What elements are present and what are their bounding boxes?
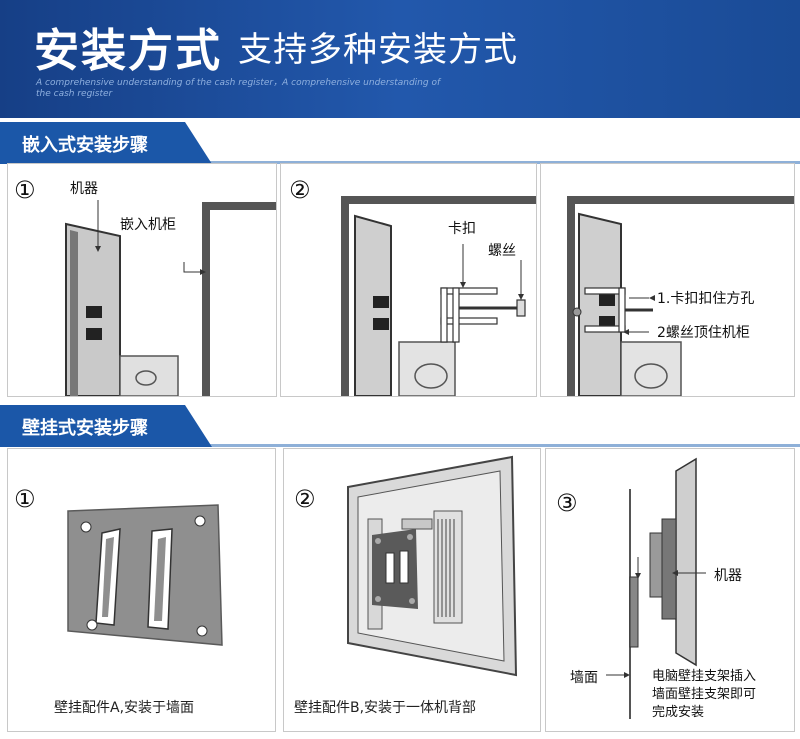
section-tab: 嵌入式安装步骤	[0, 122, 212, 164]
header-banner: 安装方式 支持多种安装方式 A comprehensive understand…	[0, 0, 800, 118]
wall-step-1-illustration	[67, 504, 223, 646]
label-clip: 卡扣	[448, 221, 476, 237]
section-wall-header: 壁挂式安装步骤	[0, 405, 800, 447]
section-tab: 壁挂式安装步骤	[0, 405, 212, 447]
label-machine: 机器	[70, 181, 98, 197]
wall-step-1-panel: ① 壁挂配件A,安装于墙面	[7, 448, 276, 732]
step-number: ③	[556, 489, 578, 517]
embedded-step-2-panel: ② 卡扣 螺丝	[280, 163, 537, 397]
embedded-step-1-panel: ① 机器 嵌入机柜	[7, 163, 277, 397]
wall-step-3-illustration	[606, 457, 706, 719]
embedded-step-1-illustration	[65, 200, 276, 396]
label-wall: 墙面	[570, 670, 598, 686]
label-cabinet: 嵌入机柜	[120, 217, 176, 233]
wall-step-3-panel: ③ 机器 墙面 电脑壁挂支架插入 墙面壁挂支架即可 完成安装	[545, 448, 795, 732]
install-note-line-3: 完成安装	[652, 705, 705, 720]
page-title: 安装方式	[34, 24, 223, 77]
step-number: ①	[14, 176, 36, 204]
wall-step-1-caption: 壁挂配件A,安装于墙面	[54, 700, 195, 716]
embedded-step-3-illustration	[567, 196, 794, 396]
label-machine: 机器	[714, 568, 742, 584]
section-embedded-header: 嵌入式安装步骤	[0, 122, 800, 164]
step-number: ①	[14, 485, 36, 513]
section-divider	[0, 444, 800, 447]
embedded-step-2-illustration	[341, 196, 536, 396]
install-note-line-1: 电脑壁挂支架插入	[652, 669, 757, 684]
step-number: ②	[289, 176, 311, 204]
label-clip-hole: 1.卡扣扣住方孔	[657, 291, 755, 307]
wall-step-2-illustration	[347, 455, 518, 677]
page-subtitle: 支持多种安装方式	[238, 30, 518, 70]
install-note-line-2: 墙面壁挂支架即可	[652, 687, 757, 702]
embedded-step-3-panel: 1.卡扣扣住方孔 2螺丝顶住机柜	[540, 163, 795, 397]
section-divider	[0, 161, 800, 164]
wall-step-2-caption: 壁挂配件B,安装于一体机背部	[294, 700, 477, 716]
step-number: ②	[294, 485, 316, 513]
section-wall-title: 壁挂式安装步骤	[22, 418, 148, 439]
banner-english-text: A comprehensive understanding of the cas…	[36, 78, 441, 99]
section-embedded-title: 嵌入式安装步骤	[22, 135, 148, 156]
banner-background	[0, 0, 800, 118]
label-screw: 螺丝	[488, 243, 516, 259]
wall-step-2-panel: ② 壁挂配件B,安装于一体机背部	[283, 448, 541, 732]
label-screw-cabinet: 2螺丝顶住机柜	[657, 325, 750, 341]
